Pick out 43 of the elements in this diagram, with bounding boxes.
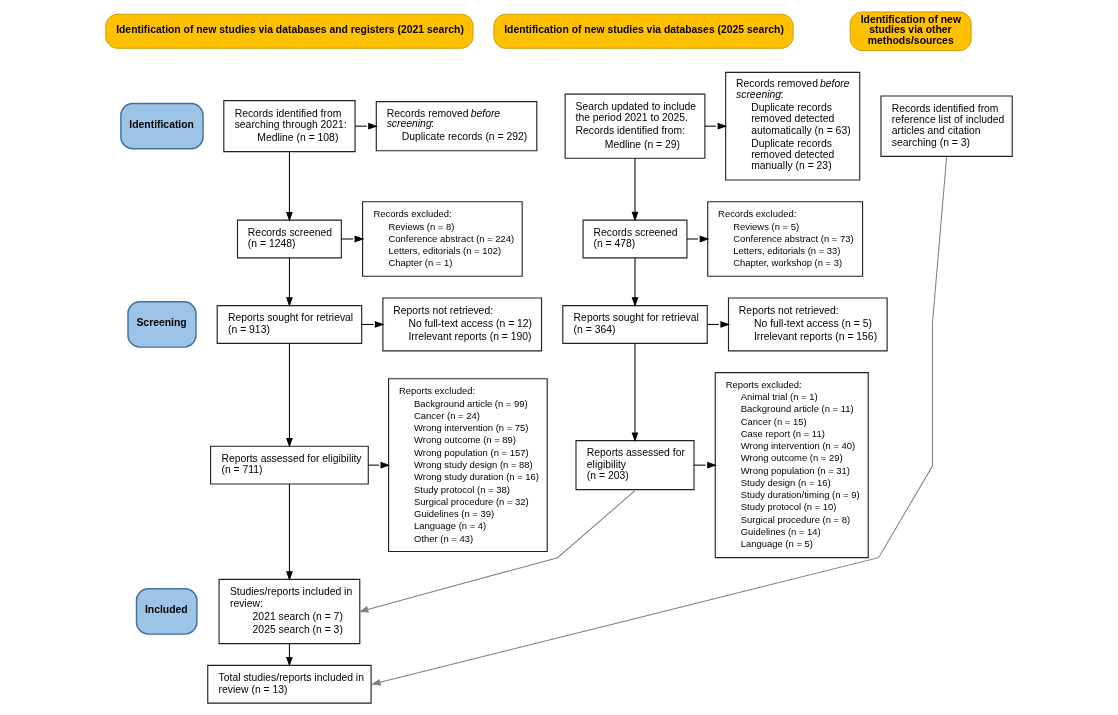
arrow (371, 156, 948, 686)
node-box: Search updated to include the period 2021 to 2025. Records identified from: Medline (n = 29) (564, 93, 706, 159)
node-box: Records excluded: Reviews (n = 5) Conference abstract (n = 73) Letters, editorials (n = 33) Chapter, workshop (n = 3) (707, 201, 864, 277)
arrow (340, 235, 365, 243)
arrow (286, 483, 293, 581)
node-box: Records screened (n = 478) (582, 219, 688, 259)
arrow (704, 122, 728, 130)
node-box: Records removed before screening: Duplicate records (n = 292) (375, 101, 538, 152)
node-box: Identification of new studies via databases (2025 search) (493, 13, 794, 49)
node-box: Reports sought for retrieval (n = 364) (562, 305, 708, 344)
node-box: Records removed before screening: Duplicate records removed detected automatically (n = 63) Duplicate records removed detected manually (n = 23) (725, 71, 861, 181)
arrow (367, 461, 391, 469)
node-box: Total studies/reports included in review (n = 13) (207, 664, 372, 704)
node-box: Reports not retrieved: No full-text access (n = 12) Irrelevant reports (n = 190) (382, 297, 543, 352)
arrow (286, 151, 293, 222)
node-box: Records identified from reference list of included articles and citation searching (n = 3) (880, 95, 1013, 157)
arrow (686, 235, 710, 243)
node-box: Identification (120, 102, 204, 150)
node-box: Identification of new studies via other methods/sources (849, 11, 972, 52)
arrow (631, 343, 639, 443)
arrow (354, 122, 378, 130)
node-box: Reports assessed for eligibility (n = 711) (210, 445, 369, 485)
node-box: Records excluded: Reviews (n = 8) Conference abstract (n = 224) Letters, editorials (n = 102) Chapter (n = 1) (362, 201, 523, 277)
node-box: Screening (127, 301, 197, 348)
arrow (361, 321, 385, 328)
node-box: Records screened (n = 1248) (236, 219, 342, 259)
arrow (631, 257, 639, 307)
arrow (358, 490, 636, 613)
arrow (693, 461, 717, 469)
arrow (286, 257, 293, 307)
node-box: Studies/reports included in review: 2021 search (n = 7) 2025 search (n = 3) (218, 578, 361, 645)
node-box: Included (135, 588, 198, 635)
node-box: Reports assessed for eligibility (n = 203) (575, 440, 695, 491)
arrow (706, 321, 731, 328)
arrow (286, 643, 293, 667)
arrow (631, 157, 639, 222)
node-box: Reports excluded: Animal trial (n = 1) Background article (n = 11) Cancer (n = 15) Case report (n = 11) Wrong intervention (n = 40) Wrong outcome (n = 29) Wrong population (n = 31) Study design (n = 16) Study duration/timing (n = 9) Study protocol (n = 10) Surgical procedure (n = 8) Guidelines (n = 14) Language (n = 5) (714, 372, 869, 559)
node-box: Reports not retrieved: No full-text access (n = 5) Irrelevant reports (n = 156) (727, 297, 888, 352)
node-box: Identification of new studies via databases and registers (2021 search) (105, 13, 474, 49)
node-box: Reports sought for retrieval (n = 913) (216, 305, 363, 344)
node-box: Records identified from searching through 2021: Medline (n = 108) (223, 100, 356, 153)
arrow (286, 343, 293, 448)
node-box: Reports excluded: Background article (n = 99) Cancer (n = 24) Wrong intervention (n = 75) Wrong outcome (n = 89) Wrong population (n = 157) Wrong study design (n = 88) Wrong study duration (n = 16) Study protocol (n = 38) Surgical procedure (n = 32) Guidelines (n = 39) Language (n = 4) Other (n = 43) (388, 378, 548, 553)
